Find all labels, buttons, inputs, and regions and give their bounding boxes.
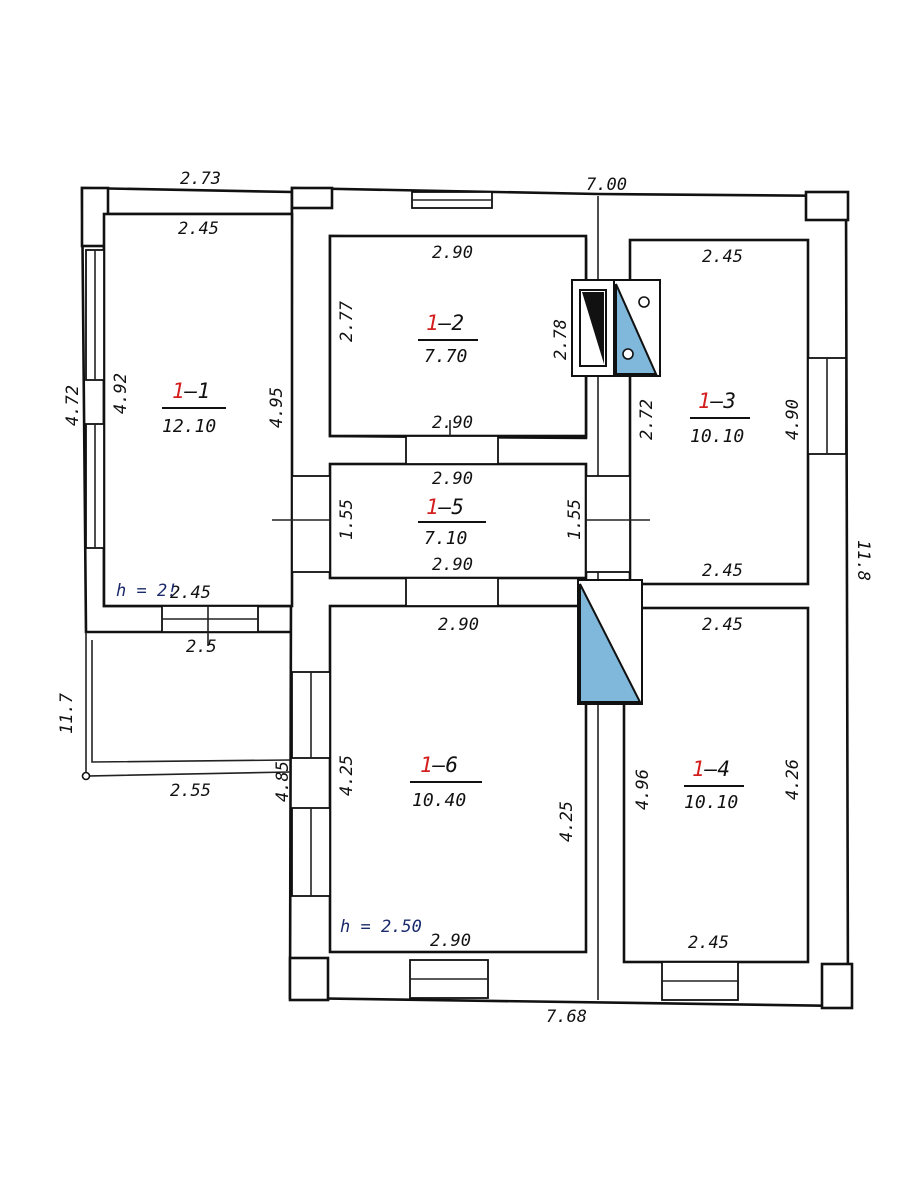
dim-r2-left: 2.77 [337, 300, 357, 342]
room-1-1-outline [102, 212, 294, 608]
svg-text:10.10: 10.10 [690, 426, 744, 447]
dim-r2-top: 2.90 [432, 243, 473, 263]
dim-r1-left: 4.92 [111, 373, 131, 414]
dim-outer-right: 11.8 [853, 540, 873, 581]
windows [85, 191, 847, 1001]
room-label-1-4: 1–4 10.10 [684, 757, 744, 813]
svg-text:12.10: 12.10 [162, 416, 216, 437]
dim-outer-left-lower: 11.7 [57, 692, 77, 734]
dim-r1-below: 2.5 [186, 637, 217, 657]
dimension-labels: 2.73 7.00 4.72 11.8 7.68 11.7 2.55 4.85 … [57, 169, 873, 1027]
dim-r4-right: 4.26 [783, 759, 803, 800]
dim-outer-top-right: 7.00 [586, 175, 627, 195]
dim-r6-right: 4.25 [557, 801, 577, 842]
room-labels: 1–1 12.10 1–2 7.70 1–3 10.10 1–5 7.10 1–… [162, 311, 750, 813]
dim-r5-bottom: 2.90 [432, 555, 473, 575]
svg-text:1–3: 1–3 [698, 389, 736, 413]
porch-post [81, 771, 91, 781]
height-note-room-1-6: h = 2.50 [340, 917, 422, 937]
corner-post-top-right [804, 190, 850, 222]
dim-r6-bottom: 2.90 [430, 931, 471, 951]
dim-outer-bottom: 7.68 [546, 1007, 587, 1027]
doorways [207, 420, 650, 646]
dim-r3-bottom: 2.45 [702, 561, 743, 581]
dim-outer-top-left: 2.73 [180, 169, 221, 189]
svg-text:7.70: 7.70 [424, 346, 467, 367]
door-1-5-to-1-6 [405, 577, 499, 607]
boiler-dial-icon [622, 348, 634, 360]
dim-r6-top: 2.90 [438, 615, 479, 635]
dim-r1-top: 2.45 [178, 219, 219, 239]
dim-r2-right: 2.78 [551, 319, 571, 360]
corner-post-bottom-left [288, 956, 330, 1002]
room-label-1-3: 1–3 10.10 [690, 389, 750, 447]
dim-r1-right: 4.95 [267, 387, 287, 428]
door-1-5-left [291, 475, 331, 573]
corner-post-top-left [290, 186, 334, 210]
room-label-1-6: 1–6 10.40 [410, 753, 482, 811]
fixtures [571, 279, 661, 705]
svg-text:1–6: 1–6 [420, 753, 458, 777]
stove-icon [582, 292, 604, 364]
door-1-2-to-1-5 [405, 435, 499, 465]
dim-r1-bottom: 2.45 [170, 583, 211, 603]
dim-outer-left: 4.72 [63, 385, 83, 426]
svg-text:1–1: 1–1 [172, 379, 210, 403]
stair-icon [579, 583, 642, 703]
dim-r5-top: 2.90 [432, 469, 473, 489]
svg-text:7.10: 7.10 [424, 528, 467, 549]
svg-text:10.40: 10.40 [412, 790, 466, 811]
svg-text:1–4: 1–4 [692, 757, 730, 781]
dim-r5-left: 1.55 [337, 499, 357, 540]
dim-r5-right: 1.55 [565, 499, 585, 540]
dim-r4-bottom: 2.45 [688, 933, 729, 953]
door-1-5-right [585, 475, 631, 573]
room-1-2-outline [328, 234, 588, 438]
dim-porch-bottom: 2.55 [170, 781, 211, 801]
svg-text:10.10: 10.10 [684, 792, 738, 813]
dim-r3-top: 2.45 [702, 247, 743, 267]
dim-r3-right: 4.90 [783, 399, 803, 440]
room-label-1-5: 1–5 7.10 [418, 495, 486, 549]
dim-r2-bottom: 2.90 [432, 413, 473, 433]
room-label-1-2: 1–2 7.70 [418, 311, 478, 367]
porch [81, 632, 291, 781]
svg-text:1–2: 1–2 [426, 311, 464, 335]
dim-porch-right: 4.85 [273, 761, 293, 802]
height-note-room-1-1: h = 2! [116, 581, 177, 601]
dim-r6-left: 4.25 [337, 755, 357, 796]
dim-r3-left: 2.72 [637, 399, 657, 440]
porch-inner-outline [91, 640, 291, 763]
room-1-6-outline [328, 604, 588, 954]
boiler-dial-icon [638, 296, 650, 308]
room-label-1-1: 1–1 12.10 [162, 379, 226, 437]
corner-post-bottom-right [820, 962, 854, 1010]
dim-r4-top: 2.45 [702, 615, 743, 635]
dim-r4-left: 4.96 [633, 769, 653, 810]
svg-text:1–5: 1–5 [426, 495, 464, 519]
